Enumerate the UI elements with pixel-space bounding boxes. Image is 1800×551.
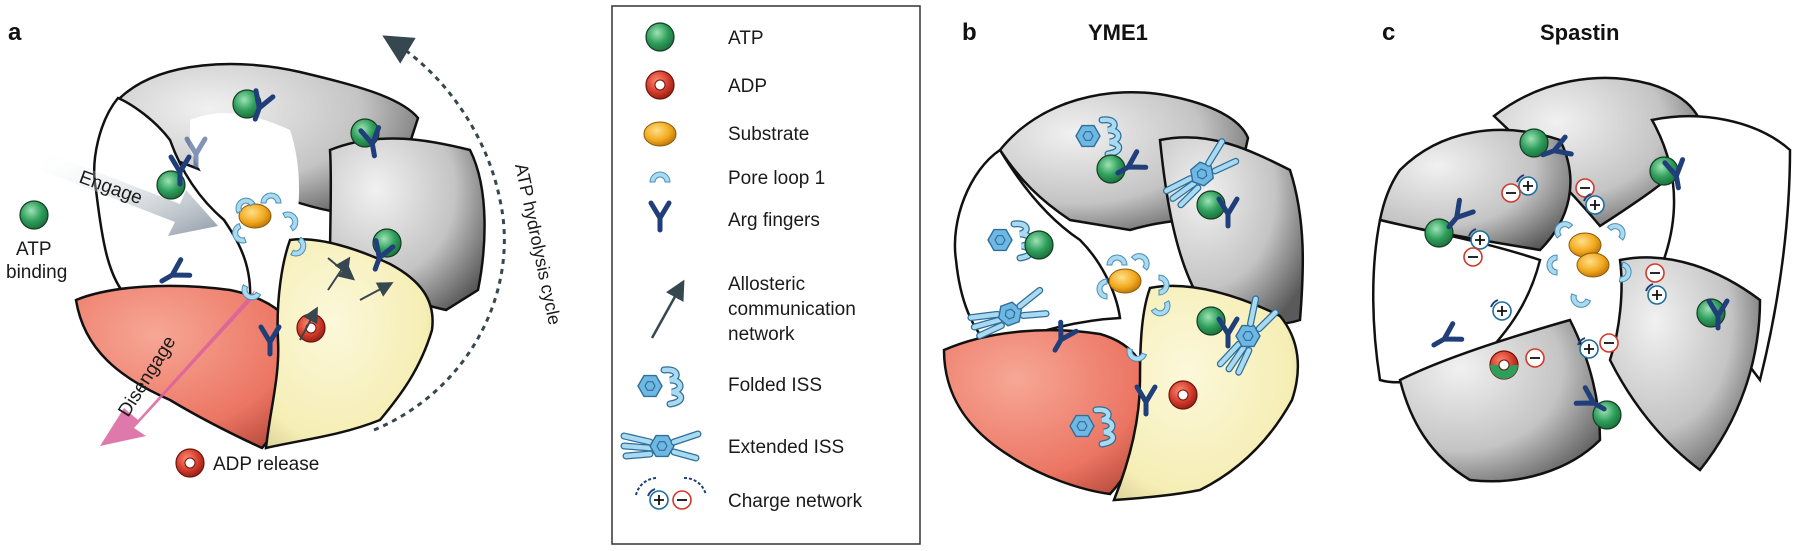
adp-icon	[1168, 380, 1198, 410]
legend-substrate-icon	[643, 121, 677, 147]
legend-atp-label: ATP	[728, 28, 764, 49]
adp-release-icon	[175, 448, 205, 478]
panel-a-letter: a	[8, 19, 22, 46]
legend-adp-label: ADP	[728, 76, 767, 97]
panel-b: b YME1	[942, 19, 1305, 502]
legend-atp-icon	[645, 22, 675, 52]
substrate-icon	[1108, 268, 1142, 294]
legend-charge-network-icon	[635, 476, 707, 510]
pore-loop-icon	[1130, 249, 1154, 271]
adp-release-label: ADP release	[213, 454, 319, 475]
pore-loop-icon	[1106, 254, 1128, 266]
panel-b-title: YME1	[1088, 20, 1148, 45]
panel-b-letter: b	[962, 19, 977, 46]
pore-loop-icon	[1567, 293, 1591, 311]
subunit-white-center	[190, 113, 300, 230]
atp-icon	[1024, 230, 1054, 260]
legend-substrate-label: Substrate	[728, 124, 809, 145]
substrate-icon	[1576, 252, 1610, 278]
legend-charge-network-label: Charge network	[728, 491, 863, 512]
hydrolysis-cycle-label: ATP hydrolysis cycle	[511, 162, 565, 327]
allosteric-arrow	[359, 282, 394, 301]
atp-binding-icon	[19, 200, 49, 230]
subunit-grey	[1398, 318, 1602, 483]
allosteric-arrow	[299, 306, 318, 341]
legend-allosteric-label-1: Allosteric	[728, 274, 805, 295]
legend-pore-loop-label: Pore loop 1	[728, 168, 825, 189]
adp-half-icon	[1489, 350, 1519, 380]
legend-adp-icon	[645, 70, 675, 100]
substrate-icon	[238, 203, 272, 229]
allosteric-arrow	[327, 256, 351, 291]
panel-c: c Spastin	[1371, 19, 1792, 483]
atp-binding-label-1: ATP	[16, 239, 52, 260]
pore-loop-icon	[1546, 254, 1558, 276]
subunit-grey	[1608, 256, 1762, 472]
legend-allosteric-label-2: communication	[728, 299, 856, 320]
legend-arg-finger-label: Arg fingers	[728, 210, 820, 231]
legend-extended-iss-label: Extended ISS	[728, 437, 844, 458]
legend-allosteric-arrow-icon	[650, 279, 685, 339]
panel-a: a Engage Disengage ATP binding ADP relea…	[6, 19, 565, 478]
subunit-red	[942, 328, 1152, 496]
legend-folded-iss-label: Folded ISS	[728, 375, 822, 396]
atp-binding-label-2: binding	[6, 262, 67, 283]
legend-allosteric-label-3: network	[728, 324, 795, 345]
pore-loop-icon	[1606, 219, 1630, 241]
legend: ATP ADP Substrate Pore loop 1 Arg finger…	[611, 5, 921, 545]
panel-c-title: Spastin	[1540, 20, 1619, 45]
panel-c-letter: c	[1382, 19, 1395, 46]
